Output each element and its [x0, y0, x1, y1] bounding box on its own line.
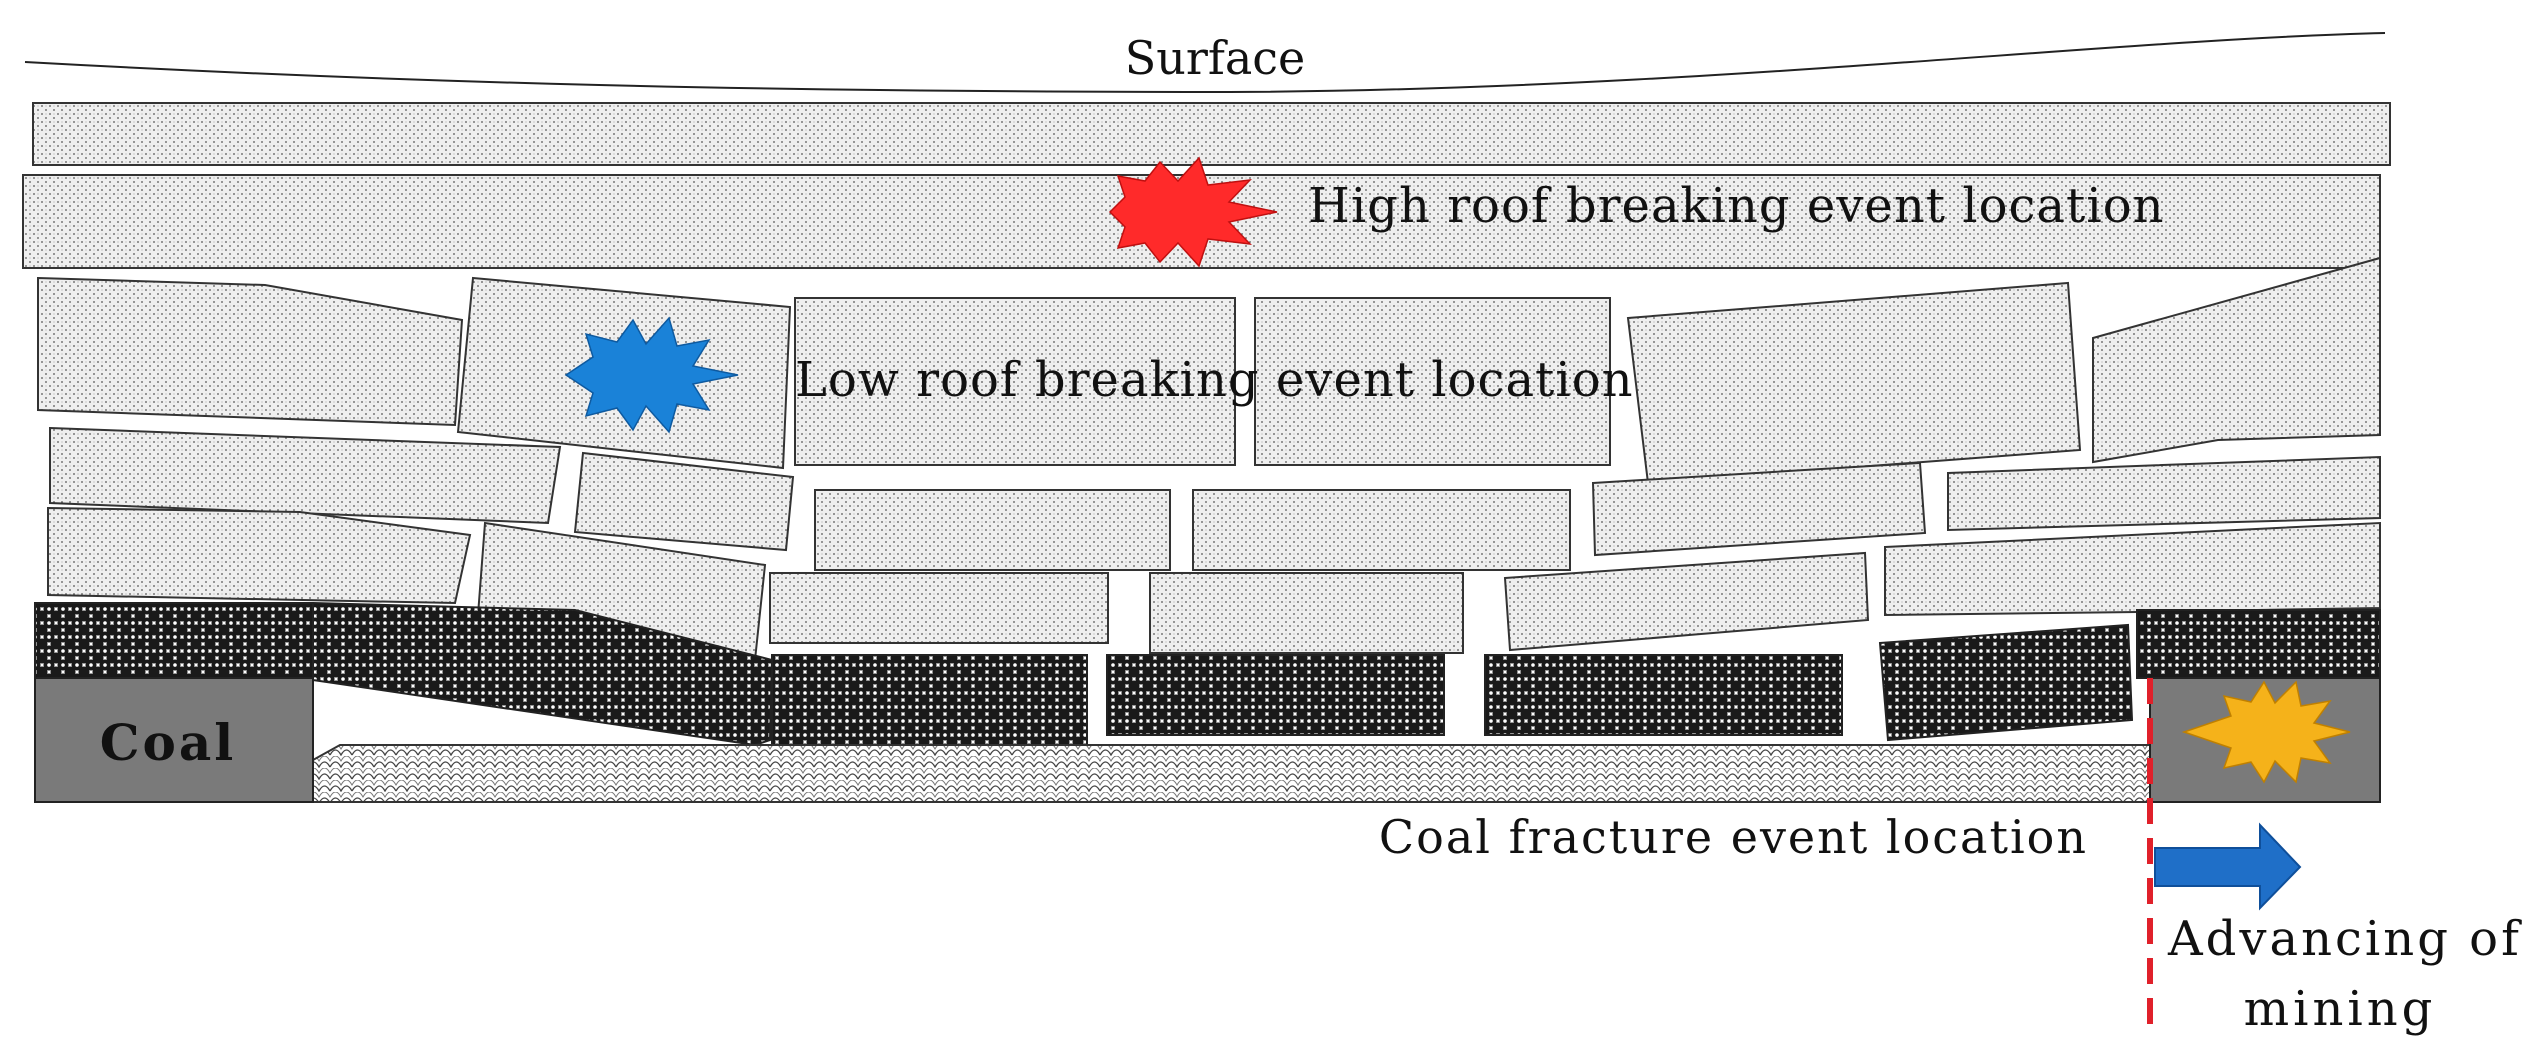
seam-block-left — [34, 602, 314, 679]
advancing-label-line2: mining — [2244, 981, 2437, 1037]
coal-fracture-event-explosion-star-icon — [2181, 680, 2351, 784]
coal-label: Coal — [100, 713, 237, 772]
coal-pillar-left — [34, 677, 314, 803]
roof-block — [1254, 297, 1611, 466]
seam-block — [1106, 654, 1445, 736]
roof-block — [1503, 551, 1870, 652]
low-roof-event-explosion-star-icon — [564, 316, 739, 434]
roof-block — [2092, 256, 2381, 464]
stratum-top — [32, 102, 2391, 166]
roof-block — [49, 426, 562, 525]
roof-block — [573, 451, 795, 552]
roof-block — [47, 506, 472, 605]
roof-block — [769, 572, 1109, 644]
high-roof-event-label: High roof breaking event location — [1308, 178, 2165, 234]
roof-block — [814, 489, 1171, 571]
roof-block — [1947, 455, 2381, 532]
fractured-roof-blocks — [37, 256, 2381, 662]
seam-block — [1878, 623, 2134, 742]
surface-label: Surface — [1125, 31, 1306, 85]
roof-block — [1626, 281, 2082, 485]
roof-block — [794, 297, 1236, 466]
roof-block — [1884, 521, 2381, 617]
seam-block — [771, 654, 1088, 746]
seam-block — [1484, 654, 1843, 736]
roof-block — [1591, 461, 1927, 557]
seam-block-right — [2136, 609, 2381, 679]
roof-block — [1192, 489, 1571, 571]
advance-direction-right-arrow-icon — [2154, 822, 2302, 911]
high-roof-event-explosion-star-icon — [1108, 156, 1278, 268]
gob-zone — [312, 744, 2151, 803]
immediate-roof-blocks — [34, 601, 2381, 747]
coal-fracture-event-label: Coal fracture event location — [1379, 810, 2088, 864]
roof-block — [37, 276, 464, 427]
low-roof-event-label: Low roof breaking event location — [795, 352, 1634, 408]
surface-line — [24, 32, 2386, 94]
roof-block — [1149, 572, 1464, 654]
advancing-label-line1: Advancing of — [2167, 911, 2522, 967]
